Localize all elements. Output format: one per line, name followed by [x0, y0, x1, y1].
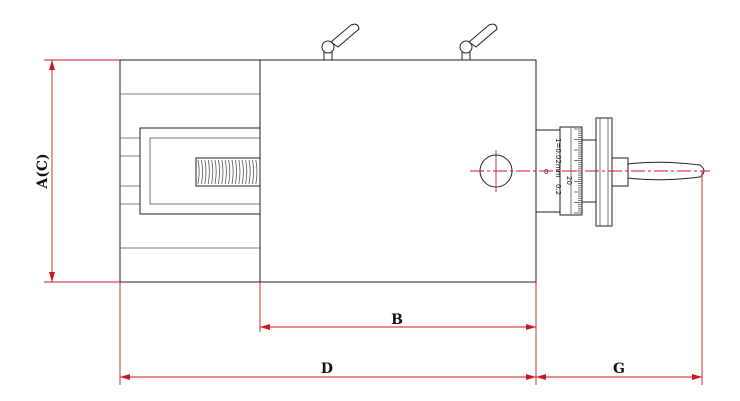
dial-tick-value-02: 0.2 — [554, 184, 562, 195]
dimension-label-a-c: A(C) — [35, 153, 51, 189]
hand-wheel — [581, 117, 629, 227]
crank-handle — [627, 161, 705, 181]
dimension-b: B — [259, 282, 537, 385]
dimension-label-g: G — [613, 361, 625, 377]
dimension-label-d: D — [321, 361, 333, 377]
dimension-g: G — [536, 171, 703, 385]
lead-screw — [195, 157, 261, 187]
dimension-d: D — [119, 282, 536, 385]
locking-lever-right — [459, 23, 498, 60]
dial-zero-mark: 0 — [544, 168, 548, 176]
dimension-a-c: A(C) — [35, 59, 120, 283]
dimension-label-b: B — [391, 312, 403, 328]
fixed-jaw-body — [119, 59, 261, 283]
dial-scale-text: 1=0.02mm — [554, 138, 562, 178]
dial-tick-value-20: 20 — [565, 176, 573, 185]
slide-channel — [139, 127, 261, 215]
locking-lever-left — [321, 23, 360, 60]
